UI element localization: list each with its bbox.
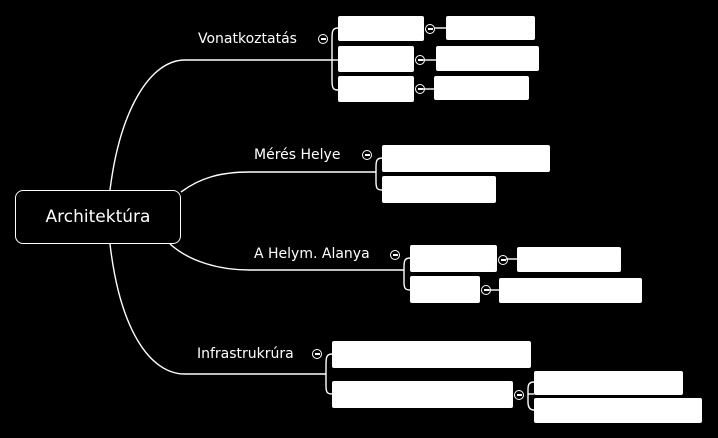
collapse-toggle-icon[interactable]	[318, 34, 328, 44]
collapse-toggle-icon[interactable]	[481, 285, 491, 295]
collapse-toggle-icon[interactable]	[415, 55, 425, 65]
collapse-toggle-icon[interactable]	[415, 84, 425, 94]
topic-node[interactable]	[436, 46, 539, 71]
topic-node[interactable]	[534, 371, 683, 395]
root-node[interactable]: Architektúra	[15, 190, 181, 244]
topic-node[interactable]	[338, 46, 414, 72]
topic-node[interactable]	[499, 278, 642, 303]
branch-meres-helye[interactable]: Mérés Helye	[254, 147, 340, 163]
topic-node[interactable]	[382, 145, 550, 172]
topic-node[interactable]	[338, 16, 424, 41]
topic-node[interactable]	[434, 76, 529, 100]
topic-node[interactable]	[534, 398, 702, 423]
collapse-toggle-icon[interactable]	[390, 250, 400, 260]
branch-vonatkoztatas[interactable]: Vonatkoztatás	[198, 31, 297, 47]
collapse-toggle-icon[interactable]	[362, 150, 372, 160]
topic-node[interactable]	[446, 16, 535, 40]
collapse-toggle-icon[interactable]	[514, 390, 524, 400]
topic-node[interactable]	[410, 276, 480, 303]
branch-infrastrukrura[interactable]: Infrastrukrúra	[197, 346, 294, 362]
topic-node[interactable]	[338, 76, 414, 102]
root-node-label: Architektúra	[45, 207, 151, 227]
topic-node[interactable]	[410, 245, 497, 272]
branch-label: Mérés Helye	[254, 147, 341, 163]
branch-label: A Helym. Alanya	[254, 246, 370, 262]
topic-node[interactable]	[517, 247, 621, 272]
topic-node[interactable]	[332, 341, 531, 368]
collapse-toggle-icon[interactable]	[425, 24, 435, 34]
topic-node[interactable]	[382, 176, 496, 203]
collapse-toggle-icon[interactable]	[312, 349, 322, 359]
branch-label: Vonatkoztatás	[198, 31, 297, 47]
collapse-toggle-icon[interactable]	[498, 255, 508, 265]
branch-a-helym-alanya[interactable]: A Helym. Alanya	[254, 246, 370, 262]
topic-node[interactable]	[332, 381, 513, 408]
branch-label: Infrastrukrúra	[197, 346, 294, 362]
